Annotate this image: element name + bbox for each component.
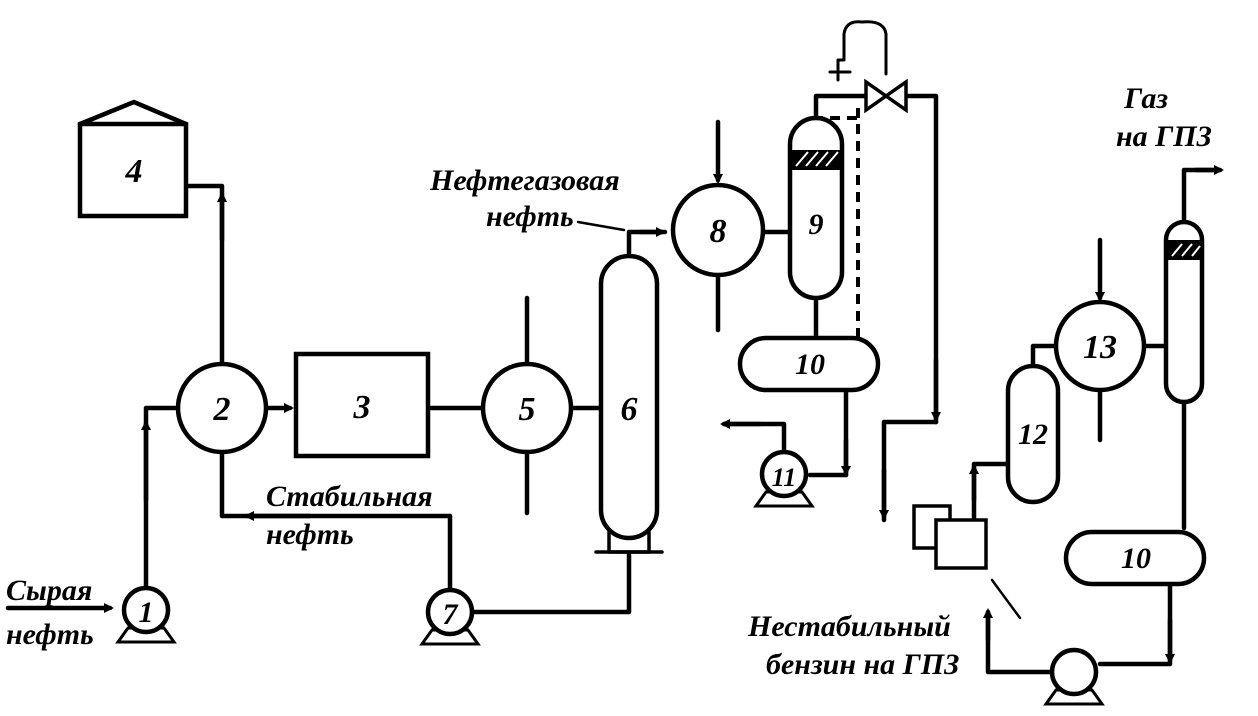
valve-outlet-line <box>903 93 939 425</box>
gas-outlet-line <box>1181 167 1215 225</box>
oilgas-label-pointer <box>576 220 626 232</box>
gas-label-line1: Газ <box>1123 82 1168 115</box>
unit-3-number: 3 <box>353 389 371 426</box>
separator-9-number: 9 <box>809 208 824 241</box>
control-valve <box>864 78 908 114</box>
heat-exchanger-5: 5 <box>480 361 574 455</box>
gasoline-label-line2: бензин на ГПЗ <box>766 648 959 681</box>
gas-label-line2: на ГПЗ <box>1116 120 1212 153</box>
stable-oil-label-line1: Стабильная <box>266 480 433 513</box>
column6-to-exchanger8-line <box>626 229 668 261</box>
pump-11-number: 11 <box>772 463 797 492</box>
exchanger-13-number: 13 <box>1083 329 1117 366</box>
vessel-10b: 10 <box>1063 529 1207 587</box>
pump-7: 7 <box>419 587 481 646</box>
stabilization-column <box>1163 219 1205 405</box>
valve-control-loop <box>836 20 888 82</box>
stable-oil-label-line2: нефть <box>266 518 354 551</box>
exchanger-5-number: 5 <box>519 391 536 428</box>
heat-exchanger-13: 13 <box>1053 299 1147 393</box>
gasoline-label-pointer <box>990 578 1022 620</box>
heat-exchanger-2: 2 <box>175 361 269 455</box>
vessel-12: 12 <box>1005 363 1061 505</box>
dashed-level-line <box>816 116 860 338</box>
column-6: 6 <box>594 253 664 554</box>
separator9-to-valve-line <box>813 93 869 121</box>
separator-9: 9 <box>787 115 845 301</box>
vessel-10a: 10 <box>737 335 881 393</box>
vessel12-to-exchanger13-line <box>1030 343 1059 371</box>
exchanger-8-number: 8 <box>710 213 727 250</box>
pump11-outlet-line <box>727 421 787 455</box>
unit-3: 3 <box>293 351 431 459</box>
oilgas-label-line1: Нефтегазовая <box>429 164 620 197</box>
raw-oil-label-line2: нефть <box>6 618 94 651</box>
vessel-10b-number: 10 <box>1121 542 1151 575</box>
stable-oil-return-line <box>219 447 453 593</box>
exchanger-2-number: 2 <box>213 391 231 428</box>
pump-11: 11 <box>753 449 815 508</box>
exchanger2-to-tank4-line <box>185 183 225 369</box>
pipelines <box>5 20 1224 675</box>
tank-4: 4 <box>77 99 189 219</box>
pump-bottom-right <box>1043 647 1105 706</box>
pump1-to-exchanger2-line <box>143 405 178 593</box>
oilgas-label-line2: нефть <box>486 200 574 233</box>
column-packing <box>1168 240 1200 260</box>
vessel-12-number: 12 <box>1018 418 1048 451</box>
pump-1-number: 1 <box>139 596 154 629</box>
heat-exchanger-8: 8 <box>670 182 766 278</box>
gasoline-label-line1: Нестабильный <box>747 610 951 643</box>
pump-unit <box>912 504 988 570</box>
raw-oil-label-line1: Сырая <box>6 574 92 607</box>
column6-to-pump7-line <box>467 552 632 615</box>
tank-4-number: 4 <box>125 153 143 190</box>
pump-7-number: 7 <box>443 598 459 631</box>
pump-unit-to-vessel12-line <box>971 461 1011 523</box>
vessel10b-to-pump-line <box>1097 581 1173 667</box>
vessel-10a-number: 10 <box>795 348 825 381</box>
pump-return-line <box>985 611 1055 675</box>
column-6-number: 6 <box>621 391 638 428</box>
pump-1: 1 <box>115 585 177 644</box>
